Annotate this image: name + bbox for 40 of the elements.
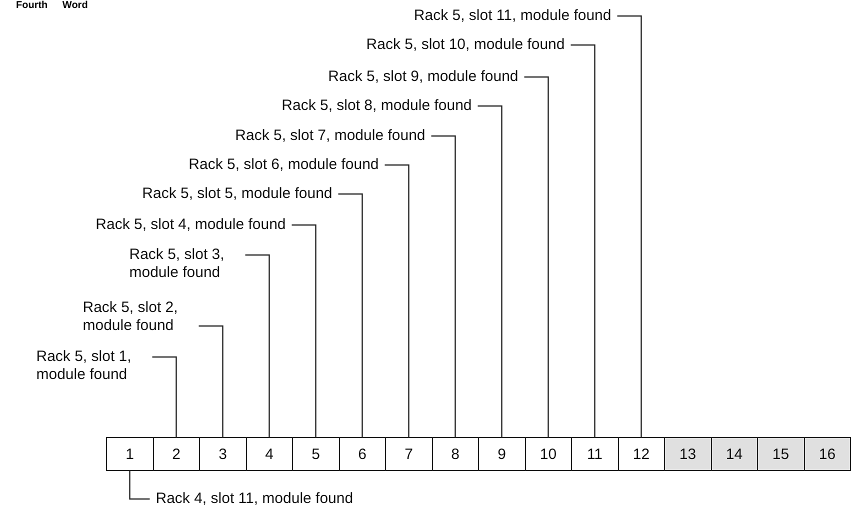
- leader-line: [524, 76, 549, 437]
- bit-cell: 2: [152, 437, 200, 471]
- leader-line: [431, 135, 456, 437]
- leader-line: [198, 325, 224, 437]
- leader-label: Rack 5, slot 10, module found: [366, 36, 565, 54]
- leader-label: Rack 4, slot 11, module found: [156, 490, 396, 508]
- bit-cell: 10: [524, 437, 572, 471]
- bit-cell: 5: [292, 437, 340, 471]
- bit-cell: 6: [338, 437, 386, 471]
- leader-line: [478, 105, 502, 437]
- bit-cell: 8: [432, 437, 479, 471]
- leader-label: Rack 5, slot 8, module found: [282, 97, 472, 115]
- leader-line: [570, 44, 596, 437]
- bit-cell: 1: [106, 437, 154, 471]
- leader-label: Rack 5, slot 1, module found: [36, 348, 146, 384]
- bit-cell: 4: [246, 437, 293, 471]
- leader-line: [384, 164, 410, 437]
- bit-cell: 14: [710, 437, 758, 471]
- bit-cell: 15: [757, 437, 804, 471]
- leader-line: [245, 254, 270, 437]
- bit-cell: 7: [385, 437, 432, 471]
- leader-label: Rack 5, slot 5, module found: [142, 185, 332, 203]
- bit-cell: 11: [571, 437, 618, 471]
- leader-line: [152, 356, 177, 437]
- diagram-title: Fourth Word: [16, 0, 88, 11]
- leader-label: Rack 5, slot 3, module found: [129, 246, 240, 282]
- leader-line: [617, 15, 642, 437]
- leader-label: Rack 5, slot 11, module found: [414, 7, 612, 25]
- leader-label: Rack 5, slot 6, module found: [188, 156, 379, 174]
- leader-label: Rack 5, slot 7, module found: [235, 127, 426, 145]
- leader-line: [338, 193, 363, 437]
- bit-cell: 9: [478, 437, 526, 471]
- leader-line: [129, 471, 150, 500]
- leader-line: [292, 224, 316, 437]
- leader-label: Rack 5, slot 2, module found: [82, 299, 193, 335]
- leader-label: Rack 5, slot 4, module found: [96, 216, 286, 234]
- leader-label: Rack 5, slot 9, module found: [328, 68, 518, 86]
- bit-cell: 16: [804, 437, 851, 471]
- bit-cell: 3: [199, 437, 246, 471]
- bit-cell: 13: [664, 437, 712, 471]
